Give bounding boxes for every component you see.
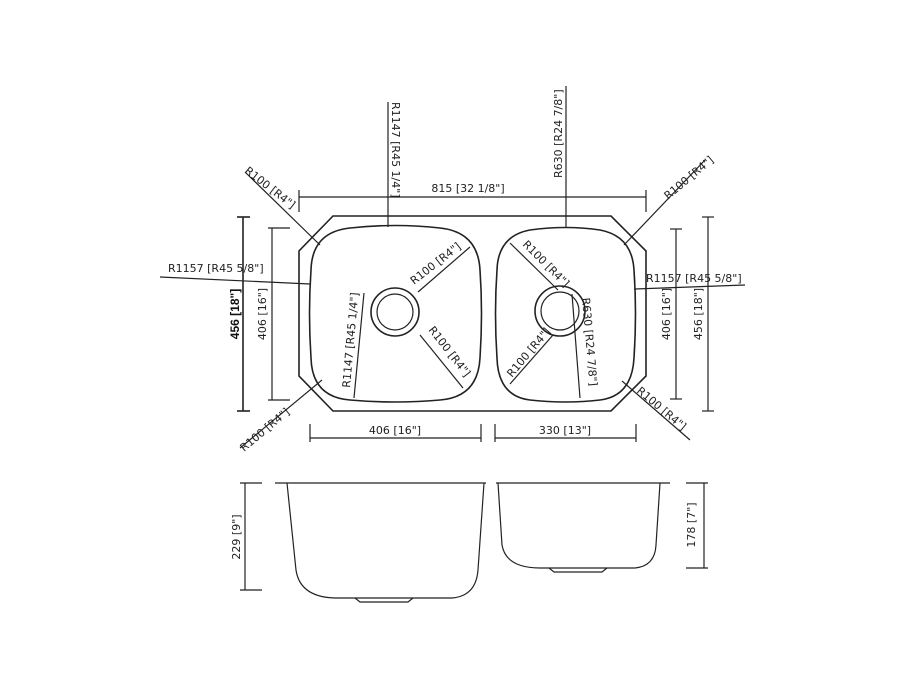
dim-right-bowl-height: 178 [7"] (685, 482, 708, 569)
side-right-drain (548, 567, 608, 573)
leader-r1157-right: R1157 [R45 5/8"] (633, 272, 746, 290)
leader-r100-top-left: R100 [R4"] (242, 164, 321, 246)
svg-text:815 [32 1/8"]: 815 [32 1/8"] (431, 182, 504, 195)
leader-r1157-left: R1157 [R45 5/8"] (159, 262, 311, 285)
side-left-drain (354, 597, 414, 603)
side-right-bowl (497, 482, 661, 569)
svg-text:R630 [R24 7/8"]: R630 [R24 7/8"] (552, 89, 565, 178)
right-drain-icon (534, 285, 586, 337)
left-drain-inner (376, 293, 414, 331)
leader-r630-inner: R630 [R24 7/8"] (571, 293, 600, 399)
svg-text:178 [7"]: 178 [7"] (685, 502, 698, 547)
leader-r100-left-inner-bottom: R100 [R4"] (419, 324, 473, 389)
svg-text:406 [16"]: 406 [16"] (256, 288, 269, 340)
dim-left-bowl-height: 229 [9"] (230, 482, 262, 591)
dim-left-bowl-depth: 406 [16"] (256, 227, 290, 401)
svg-text:R1157 [R45 5/8"]: R1157 [R45 5/8"] (168, 262, 264, 275)
left-bowl-outline (308, 224, 483, 403)
dim-overall-width: 815 [32 1/8"] (298, 182, 647, 212)
svg-text:456 [18"]: 456 [18"] (228, 289, 242, 339)
dim-right-bowl-width: 330 [13"] (494, 424, 637, 442)
svg-text:229 [9"]: 229 [9"] (230, 514, 243, 559)
leader-r630-top: R630 [R24 7/8"] (552, 86, 567, 227)
svg-text:R100 [R4"]: R100 [R4"] (504, 325, 553, 380)
dim-left-bowl-width: 406 [16"] (309, 424, 482, 442)
leader-r100-left-inner-top: R100 [R4"] (408, 240, 471, 293)
svg-text:R100 [R4"]: R100 [R4"] (634, 384, 689, 433)
dim-right-bowl-depth: 406 [16"] (660, 228, 682, 400)
leader-r1147-inner: R1147 [R45 1/4"] (340, 292, 365, 399)
svg-text:456 [18"]: 456 [18"] (692, 288, 705, 340)
leader-r100-bottom-right: R100 [R4"] (621, 380, 691, 441)
svg-text:R100 [R4"]: R100 [R4"] (242, 164, 298, 211)
svg-text:406 [16"]: 406 [16"] (369, 424, 421, 437)
svg-text:R630 [R24 7/8"]: R630 [R24 7/8"] (579, 297, 600, 386)
right-bowl-outline (494, 226, 637, 403)
dim-overall-depth: 456 [18"] (228, 216, 250, 412)
svg-text:R1157 [R45 5/8"]: R1157 [R45 5/8"] (646, 272, 742, 285)
left-drain-icon (370, 287, 420, 337)
svg-text:R100 [R4"]: R100 [R4"] (238, 406, 293, 455)
leader-r100-right-inner-bottom: R100 [R4"] (504, 325, 554, 385)
svg-text:R100 [R4"]: R100 [R4"] (408, 240, 464, 287)
svg-text:R100 [R4"]: R100 [R4"] (520, 238, 572, 290)
svg-text:406 [16"]: 406 [16"] (660, 288, 673, 340)
right-drain-inner (540, 291, 580, 331)
svg-text:R1147 [R45 1/4"]: R1147 [R45 1/4"] (389, 102, 402, 198)
svg-text:R100 [R4"]: R100 [R4"] (662, 154, 717, 203)
leader-r100-bottom-left: R100 [R4"] (238, 379, 323, 455)
svg-text:R1147 [R45 1/4"]: R1147 [R45 1/4"] (340, 292, 361, 388)
leader-r1147-top: R1147 [R45 1/4"] (387, 102, 402, 227)
leader-r100-right-inner-top: R100 [R4"] (509, 238, 572, 291)
dim-overall-depth-right: 456 [18"] (692, 216, 714, 412)
side-left-bowl (286, 482, 485, 599)
leader-r100-top-right: R100 [R4"] (623, 154, 717, 246)
sink-rim-outline (298, 215, 647, 412)
svg-text:330 [13"]: 330 [13"] (539, 424, 591, 437)
